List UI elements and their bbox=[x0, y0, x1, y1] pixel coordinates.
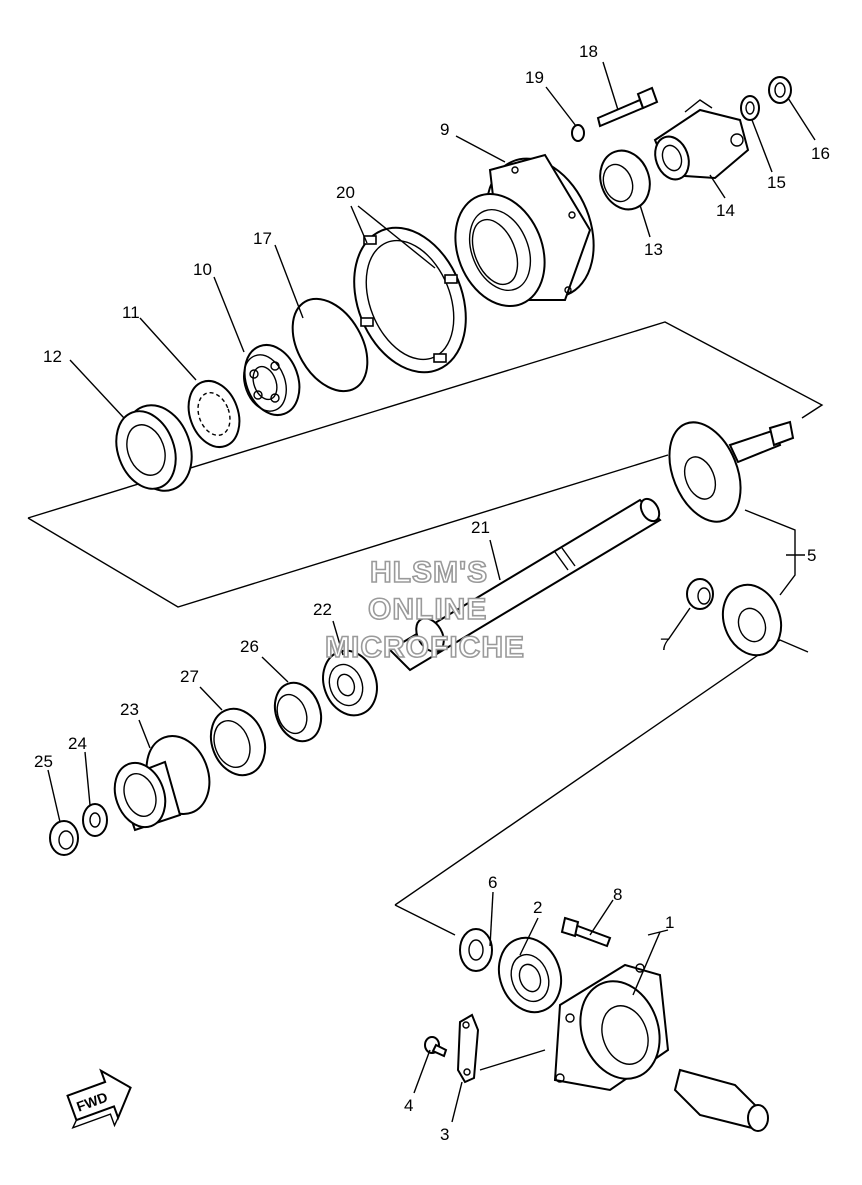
callout-26: 26 bbox=[240, 637, 259, 656]
callout-22: 22 bbox=[313, 600, 332, 619]
callout-6: 6 bbox=[488, 873, 497, 892]
part-25-nut[interactable] bbox=[49, 820, 79, 856]
callout-7: 7 bbox=[660, 635, 669, 654]
callout-18: 18 bbox=[579, 42, 598, 61]
part-20-gasket[interactable] bbox=[334, 211, 487, 389]
callout-25: 25 bbox=[34, 752, 53, 771]
part-4-screw[interactable] bbox=[424, 1036, 448, 1058]
part-15-washer[interactable] bbox=[740, 95, 760, 121]
part-23-coupling[interactable] bbox=[106, 727, 220, 834]
part-12-bearing[interactable] bbox=[106, 396, 203, 501]
callout-15: 15 bbox=[767, 173, 786, 192]
assembly-outlines bbox=[27, 321, 824, 1071]
callout-8: 8 bbox=[613, 885, 622, 904]
callout-12: 12 bbox=[43, 347, 62, 366]
callout-labels: 1 2 3 4 5 6 7 8 9 10 11 12 13 14 15 16 1… bbox=[34, 42, 830, 1144]
part-14-universal-joint-yoke[interactable] bbox=[649, 99, 750, 184]
watermark-line-3: MICROFICHE bbox=[325, 631, 525, 664]
part-7-nut[interactable] bbox=[686, 578, 714, 610]
part-16-nut[interactable] bbox=[768, 76, 792, 104]
part-11-spline-ring[interactable] bbox=[180, 374, 248, 454]
callout-10: 10 bbox=[193, 260, 212, 279]
callout-23: 23 bbox=[120, 700, 139, 719]
part-1-flange-housing[interactable] bbox=[553, 963, 769, 1132]
part-9-bearing-housing[interactable] bbox=[439, 143, 613, 320]
callout-1: 1 bbox=[665, 913, 674, 932]
callout-20: 20 bbox=[336, 183, 355, 202]
watermark-line-1: HLSM'S bbox=[370, 556, 488, 589]
part-10-bearing[interactable] bbox=[235, 337, 308, 422]
callout-5: 5 bbox=[807, 546, 816, 565]
part-3-plate[interactable] bbox=[456, 1013, 480, 1084]
callout-16: 16 bbox=[811, 144, 830, 163]
part-5-bevel-gear-ring[interactable] bbox=[713, 577, 790, 664]
fwd-direction-badge: FWD bbox=[66, 1068, 132, 1130]
part-8-bolt[interactable] bbox=[560, 916, 612, 948]
callout-3: 3 bbox=[440, 1125, 449, 1144]
watermark-line-2: ONLINE bbox=[368, 593, 487, 626]
callout-11: 11 bbox=[122, 303, 140, 322]
part-17-o-ring[interactable] bbox=[277, 286, 382, 405]
part-2-bearing[interactable] bbox=[489, 929, 571, 1021]
callout-4: 4 bbox=[404, 1096, 413, 1115]
callout-13: 13 bbox=[644, 240, 663, 259]
part-13-oil-seal[interactable] bbox=[592, 144, 658, 217]
part-27-oil-seal[interactable] bbox=[202, 701, 274, 783]
callout-17: 17 bbox=[253, 229, 272, 248]
callout-27: 27 bbox=[180, 667, 199, 686]
part-26-collar[interactable] bbox=[267, 676, 329, 747]
part-19-washer[interactable] bbox=[571, 124, 585, 142]
part-24-washer[interactable] bbox=[82, 803, 108, 837]
part-21-drive-shaft[interactable] bbox=[388, 496, 663, 672]
leader-lines bbox=[47, 61, 816, 1123]
callout-14: 14 bbox=[716, 201, 735, 220]
callout-9: 9 bbox=[440, 120, 449, 139]
callout-2: 2 bbox=[533, 898, 542, 917]
callout-19: 19 bbox=[525, 68, 544, 87]
part-22-bearing[interactable] bbox=[314, 643, 385, 723]
callout-21: 21 bbox=[471, 518, 490, 537]
part-5-bevel-gear-pinion[interactable] bbox=[656, 412, 795, 532]
part-18-bolt[interactable] bbox=[596, 86, 659, 128]
callout-24: 24 bbox=[68, 734, 87, 753]
part-6-washer[interactable] bbox=[459, 928, 493, 972]
watermark: HLSM'S ONLINE MICROFICHE bbox=[324, 555, 525, 665]
